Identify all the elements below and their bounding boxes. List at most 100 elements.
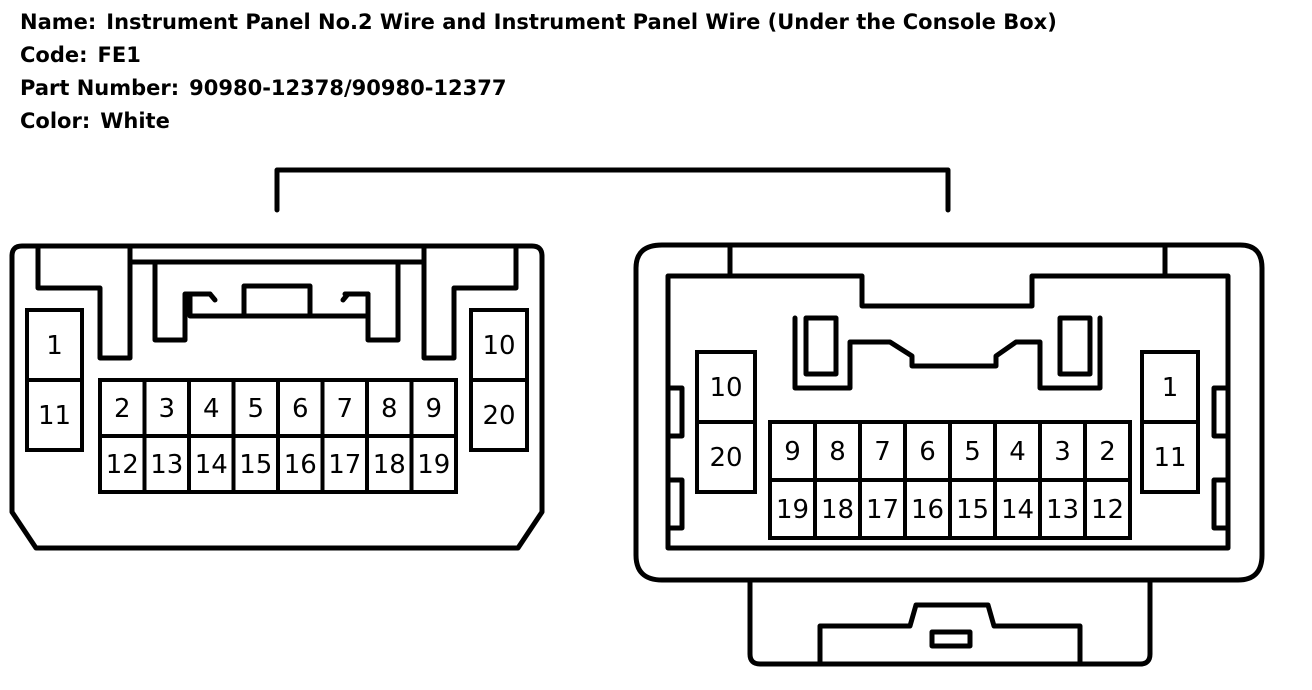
right-pin-6-label: 6 — [919, 437, 936, 467]
right-connector-housing — [633, 242, 1265, 583]
left-pin-9-label: 9 — [425, 394, 442, 424]
right-pin-1-label: 1 — [1162, 373, 1179, 403]
left-pin-12-label: 12 — [106, 450, 139, 480]
left-pin-3: 3 — [142, 378, 191, 438]
right-pin-8-label: 8 — [829, 437, 846, 467]
right-pin-18: 18 — [813, 478, 862, 540]
left-connector-latch-slope-r — [340, 291, 371, 303]
right-pin-17-box — [858, 478, 907, 540]
right-pin-18-box — [813, 478, 862, 540]
left-pin-6-label: 6 — [292, 394, 309, 424]
right-pin-13-label: 13 — [1046, 495, 1079, 525]
right-pin-14: 14 — [993, 478, 1042, 540]
left-pin-1-box — [25, 308, 84, 382]
right-pin-10: 10 — [695, 350, 757, 424]
left-connector-top-rail-right — [421, 245, 519, 361]
code-value: FE1 — [97, 43, 141, 67]
right-pin-4-label: 4 — [1009, 437, 1026, 467]
left-pin-19: 19 — [409, 434, 458, 494]
right-pin-15: 15 — [948, 478, 997, 540]
right-connector-rib-right-top — [1211, 385, 1231, 439]
right-connector-rib-left-bottom — [665, 477, 685, 531]
part-number-value: 90980-12378/90980-12377 — [189, 76, 507, 100]
left-pin-9: 9 — [409, 378, 458, 438]
left-pin-19-box — [409, 434, 458, 494]
part-number-label: Part Number: — [20, 76, 180, 100]
right-pin-7-label: 7 — [874, 437, 891, 467]
right-pin-1: 1 — [1140, 350, 1200, 424]
left-pin-18-label: 18 — [373, 450, 406, 480]
left-connector-top-rail — [35, 245, 133, 361]
left-connector-latch-key — [241, 283, 313, 319]
code-line: Code: FE1 — [20, 39, 1057, 72]
left-pin-10-box — [469, 308, 529, 382]
right-pin-19-label: 19 — [776, 495, 809, 525]
left-pin-19-label: 19 — [417, 450, 450, 480]
right-connector-latch — [792, 315, 1103, 391]
right-pin-14-box — [993, 478, 1042, 540]
right-connector-bottom-tab-inner — [817, 602, 1083, 667]
right-pin-2: 2 — [1083, 420, 1132, 482]
right-pin-14-label: 14 — [1001, 495, 1034, 525]
left-pin-14-label: 14 — [195, 450, 228, 480]
left-pin-15-label: 15 — [239, 450, 272, 480]
left-pin-11: 11 — [25, 378, 84, 452]
right-pin-12-box — [1083, 478, 1132, 540]
left-pin-13: 13 — [142, 434, 191, 494]
right-connector-bottom-key — [929, 629, 973, 649]
left-pin-14: 14 — [187, 434, 236, 494]
left-pin-10: 10 — [469, 308, 529, 382]
right-connector-lock-left — [803, 315, 839, 377]
color-label: Color: — [20, 109, 91, 133]
code-label: Code: — [20, 43, 88, 67]
left-connector-housing — [9, 243, 545, 551]
left-pin-20-label: 20 — [482, 401, 515, 431]
left-pin-16: 16 — [276, 434, 325, 494]
right-pin-4: 4 — [993, 420, 1042, 482]
right-pin-20-box — [695, 420, 757, 494]
left-pin-15: 15 — [231, 434, 280, 494]
right-pin-7: 7 — [858, 420, 907, 482]
right-pin-11-box — [1140, 420, 1200, 494]
right-pin-12-label: 12 — [1091, 495, 1124, 525]
left-pin-18: 18 — [365, 434, 414, 494]
right-pin-5: 5 — [948, 420, 997, 482]
right-pin-6: 6 — [903, 420, 952, 482]
left-pin-13-label: 13 — [150, 450, 183, 480]
left-pin-11-box — [25, 378, 84, 452]
right-pin-15-box — [948, 478, 997, 540]
left-connector-latch-slope-l — [187, 291, 218, 303]
right-connector-lock-right — [1057, 315, 1093, 377]
right-pin-10-label: 10 — [709, 373, 742, 403]
right-pin-6-box — [903, 420, 952, 482]
right-pin-13-box — [1038, 478, 1087, 540]
right-connector-rib-left-top — [665, 385, 685, 439]
right-pin-20-label: 20 — [709, 443, 742, 473]
right-connector-top-channel — [727, 273, 1168, 309]
left-pin-7: 7 — [320, 378, 369, 438]
right-pin-2-box — [1083, 420, 1132, 482]
part-number-line: Part Number: 90980-12378/90980-12377 — [20, 72, 1057, 105]
name-value: Instrument Panel No.2 Wire and Instrumen… — [106, 10, 1057, 34]
right-pin-3: 3 — [1038, 420, 1087, 482]
right-pin-5-label: 5 — [964, 437, 981, 467]
color-value: White — [100, 109, 170, 133]
left-pin-1-label: 1 — [46, 331, 63, 361]
right-pin-20: 20 — [695, 420, 757, 494]
left-pin-2-label: 2 — [114, 394, 131, 424]
left-pin-4: 4 — [187, 378, 236, 438]
left-pin-7-box — [320, 378, 369, 438]
right-pin-16: 16 — [903, 478, 952, 540]
name-label: Name: — [20, 10, 97, 34]
left-pin-11-label: 11 — [38, 401, 71, 431]
left-pin-7-label: 7 — [336, 394, 353, 424]
left-pin-13-box — [142, 434, 191, 494]
right-connector-rib-right-bottom — [1211, 477, 1231, 531]
left-pin-14-box — [187, 434, 236, 494]
right-connector-bottom-tab — [747, 577, 1153, 667]
left-pin-10-label: 10 — [482, 331, 515, 361]
left-pin-12: 12 — [98, 434, 147, 494]
right-pin-11: 11 — [1140, 420, 1200, 494]
